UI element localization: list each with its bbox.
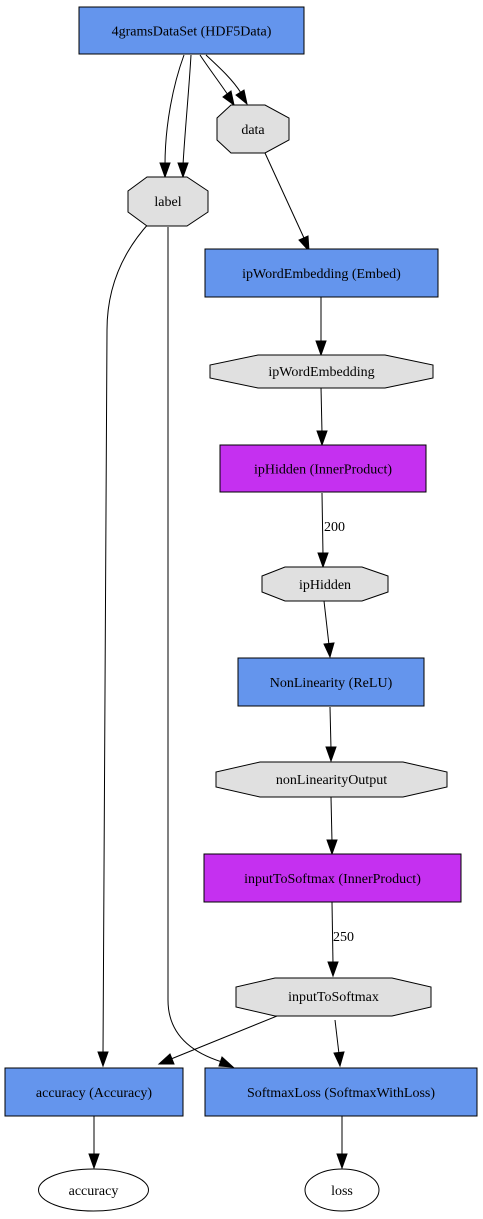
- edge-label-softmax-dim: 250: [333, 930, 354, 945]
- blob-node-data[interactable]: data: [216, 104, 290, 154]
- edge-nlblob-to-softmaxlayer: [330, 796, 333, 843]
- arrowhead-dataset-to-data-b: [235, 89, 248, 106]
- edge-dataset-to-label-b: [182, 54, 192, 166]
- arrowhead-accuracy-to-output: [88, 1153, 100, 1170]
- arrowhead-softmaxblob-to-accuracy: [157, 1053, 175, 1065]
- blob-label-data: data: [241, 123, 265, 138]
- arrowhead-hiddenblob-to-relu: [323, 642, 335, 659]
- blob-label-nonlinearity-output: nonLinearityOutput: [276, 773, 387, 788]
- layer-node-hidden[interactable]: ipHidden (InnerProduct): [219, 444, 427, 493]
- arrowhead-label-to-softmaxloss: [218, 1056, 235, 1068]
- edge-softmaxlayer-to-blob: [331, 901, 334, 965]
- output-label-loss: loss: [331, 1184, 353, 1199]
- edge-dataset-to-data-b: [205, 54, 242, 94]
- arrowhead-nlblob-to-softmaxlayer: [326, 839, 338, 856]
- blob-label-hidden: ipHidden: [299, 578, 351, 593]
- edge-softmaxblob-to-accuracy: [170, 1013, 283, 1060]
- blob-node-nonlinearity-output[interactable]: nonLinearityOutput: [215, 761, 448, 798]
- edge-data-to-embed: [264, 152, 305, 239]
- arrowhead-data-to-embed: [298, 235, 310, 253]
- layer-label-softmax-loss: SoftmaxLoss (SoftmaxWithLoss): [247, 1086, 435, 1101]
- arrowhead-relu-to-blob: [325, 746, 337, 763]
- arrowhead-softmaxloss-to-loss: [336, 1153, 348, 1170]
- edge-label-to-accuracy: [102, 221, 151, 1055]
- blob-node-hidden[interactable]: ipHidden: [261, 566, 389, 602]
- layer-label-dataset: 4gramsDataSet (HDF5Data): [112, 25, 272, 40]
- arrowhead-dataset-to-label-b: [177, 162, 189, 179]
- arrowhead-softmaxblob-to-softmaxloss: [333, 1051, 345, 1068]
- layer-node-accuracy[interactable]: accuracy (Accuracy): [4, 1067, 184, 1117]
- edge-softmaxblob-to-softmaxloss: [334, 1019, 340, 1055]
- edge-embedblob-to-hidden: [320, 386, 323, 434]
- layer-node-dataset[interactable]: 4gramsDataSet (HDF5Data): [78, 6, 305, 55]
- arrowhead-embed-to-blob: [315, 340, 327, 357]
- edges: [88, 54, 348, 1170]
- layer-label-accuracy: accuracy (Accuracy): [36, 1086, 153, 1101]
- edge-dataset-to-label-a: [164, 54, 185, 166]
- arrowhead-embedblob-to-hidden: [316, 430, 328, 447]
- blob-node-word-embedding[interactable]: ipWordEmbedding: [209, 354, 434, 389]
- layer-label-relu: NonLinearity (ReLU): [270, 676, 393, 691]
- arrowhead-hidden-to-blob: [317, 552, 329, 569]
- arrowhead-dataset-to-label-a: [159, 162, 171, 179]
- layer-node-embed[interactable]: ipWordEmbedding (Embed): [204, 248, 439, 298]
- blob-label-word-embedding: ipWordEmbedding: [268, 365, 374, 380]
- arrowhead-dataset-to-data-a: [222, 90, 235, 107]
- edge-hiddenblob-to-relu: [323, 600, 330, 646]
- layer-node-softmax-loss[interactable]: SoftmaxLoss (SoftmaxWithLoss): [204, 1067, 478, 1117]
- output-label-accuracy: accuracy: [69, 1184, 119, 1199]
- layer-label-to-softmax: inputToSoftmax (InnerProduct): [244, 872, 421, 887]
- arrowhead-softmaxlayer-to-blob: [327, 961, 339, 978]
- layer-node-to-softmax[interactable]: inputToSoftmax (InnerProduct): [203, 853, 462, 903]
- edge-relu-to-blob: [329, 706, 332, 750]
- arrowhead-label-to-accuracy: [97, 1051, 109, 1068]
- blob-label-to-softmax: inputToSoftmax: [288, 990, 379, 1005]
- edge-label-to-softmaxloss: [167, 227, 223, 1063]
- layer-node-relu[interactable]: NonLinearity (ReLU): [237, 657, 425, 707]
- edge-label-hidden-dim: 200: [324, 520, 345, 535]
- output-node-loss[interactable]: loss: [304, 1168, 380, 1212]
- blob-node-to-softmax[interactable]: inputToSoftmax: [235, 977, 432, 1017]
- output-node-accuracy[interactable]: accuracy: [38, 1168, 149, 1212]
- layer-label-embed: ipWordEmbedding (Embed): [242, 267, 401, 282]
- blob-node-label[interactable]: label: [127, 176, 209, 227]
- edge-hidden-to-blob: [321, 492, 324, 556]
- layer-label-hidden: ipHidden (InnerProduct): [254, 463, 392, 478]
- blob-label-label: label: [154, 195, 181, 210]
- edge-dataset-to-data-a: [199, 54, 229, 96]
